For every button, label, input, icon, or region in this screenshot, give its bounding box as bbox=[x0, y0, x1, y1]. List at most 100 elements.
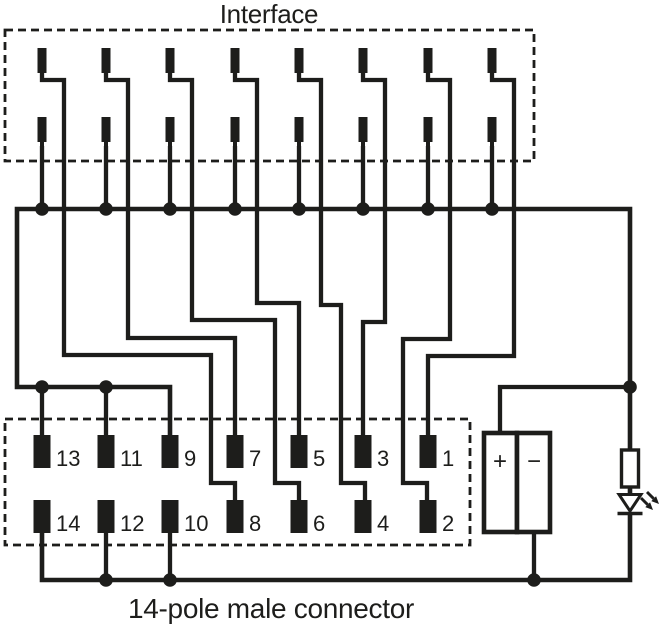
interface-channel-8-upper-pin bbox=[487, 48, 497, 73]
connector-pin-13 bbox=[33, 435, 51, 468]
power-plus-wire bbox=[497, 384, 630, 434]
plus-rail-wire bbox=[14, 206, 633, 495]
power-minus-cell bbox=[514, 430, 553, 535]
connector-pin-5 bbox=[290, 435, 308, 468]
channel-1-signal-wire bbox=[39, 70, 238, 501]
connector-pin-3 bbox=[354, 435, 372, 468]
power-plus-label: + bbox=[493, 448, 507, 475]
interface-channel-2-upper-pin-tip bbox=[104, 72, 108, 79]
interface-channel-3-lower-pin-tip bbox=[168, 141, 172, 148]
interface-channel-4-upper-pin bbox=[230, 48, 240, 73]
interface-channel-8-upper-pin-tip bbox=[490, 72, 494, 79]
connector-pin-6-label: 6 bbox=[313, 511, 325, 536]
junction-dot bbox=[99, 573, 113, 587]
interface-channel-3-upper-pin bbox=[165, 48, 175, 73]
connector-pin-2 bbox=[419, 500, 437, 533]
power-minus-label: − bbox=[527, 448, 541, 475]
led-arrow-icon-head bbox=[645, 502, 653, 510]
channel-7-signal-wire bbox=[400, 70, 453, 501]
interface-channel-8-lower-pin-tip bbox=[490, 141, 494, 148]
connector-label: 14-pole male connector bbox=[128, 593, 414, 624]
connector-pin-12 bbox=[97, 500, 115, 533]
interface-channel-4-lower-pin-tip bbox=[233, 141, 237, 148]
interface-box-outline bbox=[3, 28, 536, 163]
interface-channel-2-upper-pin bbox=[101, 48, 111, 73]
junction-dot bbox=[99, 380, 113, 394]
interface-channel-7-lower-pin-tip bbox=[426, 141, 430, 148]
connector-pin-7-label: 7 bbox=[249, 446, 261, 471]
junction-dot bbox=[35, 380, 49, 394]
layer-dots bbox=[35, 202, 637, 587]
interface-channel-5-lower-pin-tip bbox=[297, 141, 301, 148]
led-arrow-icon bbox=[645, 490, 655, 500]
interface-channel-1-lower-pin-tip bbox=[40, 141, 44, 148]
interface-channel-7-upper-pin bbox=[423, 48, 433, 73]
junction-dot bbox=[228, 202, 242, 216]
connector-pin-10-label: 10 bbox=[184, 511, 208, 536]
interface-channel-7-upper-pin-tip bbox=[426, 72, 430, 79]
connector-pin-4-label: 4 bbox=[377, 511, 389, 536]
interface-channel-5-lower-pin bbox=[294, 117, 304, 142]
interface-channel-1-upper-pin-tip bbox=[40, 72, 44, 79]
connector-pin-11 bbox=[97, 435, 115, 468]
interface-label: Interface bbox=[220, 0, 318, 29]
layer-pins bbox=[33, 48, 497, 533]
junction-dot bbox=[623, 380, 637, 394]
interface-channel-1-lower-pin bbox=[37, 117, 47, 142]
connector-pin-12-label: 12 bbox=[120, 511, 144, 536]
layer-boxes bbox=[3, 28, 536, 547]
junction-dot bbox=[421, 202, 435, 216]
junction-dot bbox=[163, 202, 177, 216]
interface-channel-5-upper-pin-tip bbox=[297, 72, 301, 79]
junction-dot bbox=[99, 202, 113, 216]
interface-channel-2-lower-pin bbox=[101, 117, 111, 142]
interface-channel-6-lower-pin-tip bbox=[361, 141, 365, 148]
connector-pin-2-label: 2 bbox=[442, 511, 454, 536]
connector-pin-7 bbox=[226, 435, 244, 468]
interface-channel-3-upper-pin-tip bbox=[168, 72, 172, 79]
interface-channel-4-lower-pin bbox=[230, 117, 240, 142]
junction-dot bbox=[292, 202, 306, 216]
junction-dot bbox=[485, 202, 499, 216]
channel-5-signal-wire bbox=[296, 70, 368, 501]
connector-pin-9-label: 9 bbox=[184, 446, 196, 471]
connector-pin-3-label: 3 bbox=[377, 446, 389, 471]
connector-pin-9 bbox=[161, 435, 179, 468]
interface-channel-2-lower-pin-tip bbox=[104, 141, 108, 148]
junction-dot bbox=[35, 202, 49, 216]
connector-box-outline bbox=[3, 417, 472, 547]
layer-components bbox=[481, 430, 659, 535]
minus-rail-wire bbox=[39, 513, 633, 583]
interface-channel-1-upper-pin bbox=[37, 48, 47, 73]
channel-4-signal-wire bbox=[232, 70, 302, 436]
led-icon bbox=[616, 493, 644, 514]
interface-channel-6-upper-pin-tip bbox=[361, 72, 365, 79]
connector-pin-8-label: 8 bbox=[249, 511, 261, 536]
connector-pin-1 bbox=[419, 435, 437, 468]
junction-dot bbox=[356, 202, 370, 216]
connector-pin-14-label: 14 bbox=[56, 511, 80, 536]
interface-channel-4-upper-pin-tip bbox=[233, 72, 237, 79]
channel-3-signal-wire bbox=[167, 70, 302, 501]
connector-pin-1-label: 1 bbox=[442, 446, 454, 471]
led-arrow-icon bbox=[639, 496, 649, 506]
resistor-icon bbox=[619, 448, 641, 489]
connector-pin-6 bbox=[290, 500, 308, 533]
connector-pin-11-label: 11 bbox=[120, 446, 143, 471]
interface-channel-7-lower-pin bbox=[423, 117, 433, 142]
connector-pin-4 bbox=[354, 500, 372, 533]
interface-channel-6-lower-pin bbox=[358, 117, 368, 142]
connector-pin-8 bbox=[226, 500, 244, 533]
connector-pin-13-label: 13 bbox=[56, 446, 80, 471]
led-arrow-icon-head bbox=[651, 496, 659, 504]
channel-8-signal-wire bbox=[425, 70, 517, 436]
connector-pin-10 bbox=[161, 500, 179, 533]
junction-dot bbox=[163, 573, 177, 587]
connector-pin-5-label: 5 bbox=[313, 446, 325, 471]
interface-channel-6-upper-pin bbox=[358, 48, 368, 73]
interface-channel-5-upper-pin bbox=[294, 48, 304, 73]
interface-channel-3-lower-pin bbox=[165, 117, 175, 142]
